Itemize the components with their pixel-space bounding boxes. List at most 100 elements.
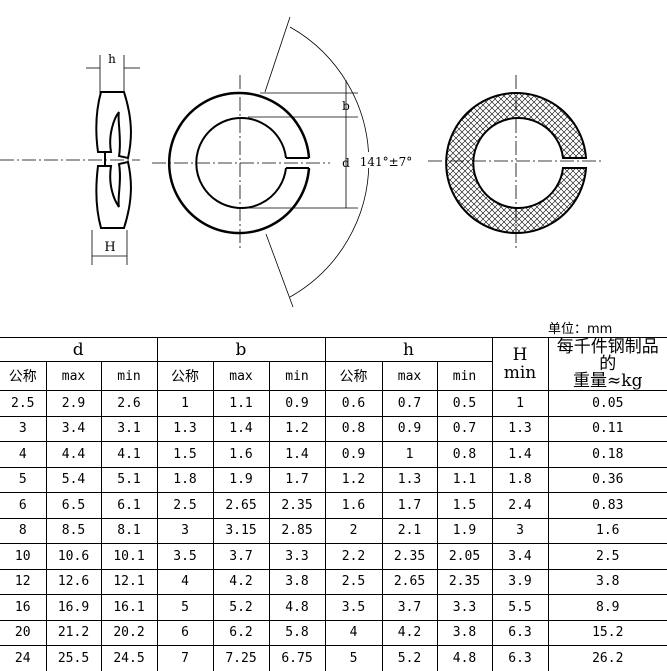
table-cell: 3.8	[436, 619, 493, 646]
table-cell: 12.1	[100, 568, 158, 595]
table-cell: 5	[324, 645, 383, 671]
table-cell: 2.05	[436, 543, 493, 570]
table-cell: 24.5	[100, 645, 158, 671]
H-sublabel: min	[503, 363, 537, 383]
table-cell: 5.8	[268, 619, 326, 646]
table-cell: 3	[491, 517, 549, 544]
table-cell: 5.4	[45, 466, 102, 493]
table-cell: 0.9	[268, 390, 326, 417]
table-cell: 5.1	[100, 466, 158, 493]
table-cell: 21.2	[45, 619, 102, 646]
group-weight: 每千件钢制品的 重量≈kg	[547, 336, 667, 391]
sub-h-nominal: 公称	[324, 361, 383, 391]
table-cell: 5	[156, 594, 214, 621]
group-h: h	[324, 337, 493, 362]
table-cell: 12	[0, 568, 47, 595]
table-cell: 1.5	[436, 492, 493, 519]
table-cell: 3.8	[268, 568, 326, 595]
table-cell: 0.9	[381, 415, 438, 442]
table-cell: 3	[0, 415, 47, 442]
table-cell: 16.9	[45, 594, 102, 621]
table-cell: 1.9	[436, 517, 493, 544]
weight-label-line2: 重量≈kg	[573, 370, 643, 391]
table-cell: 3.8	[547, 568, 667, 595]
table-cell: 6.5	[45, 492, 102, 519]
table-cell: 0.8	[436, 441, 493, 468]
sub-h-min: min	[436, 361, 492, 391]
table-cell: 1.8	[156, 466, 214, 493]
table-cell: 1.4	[268, 441, 326, 468]
table-cell: 4.2	[212, 568, 270, 595]
spec-table: d b h H min 每千件钢制品的 重量≈kg 公称 max min 公称 …	[0, 337, 667, 671]
label-d: d	[342, 156, 350, 170]
table-cell: 2.5	[156, 492, 214, 519]
table-cell: 1.5	[156, 441, 214, 468]
table-cell: 0.7	[381, 390, 438, 417]
table-cell: 2.5	[324, 568, 383, 595]
table-cell: 5.5	[491, 594, 549, 621]
table-cell: 1.9	[212, 466, 270, 493]
unit-label: 单位：mm	[548, 322, 613, 337]
table-cell: 5.2	[212, 594, 270, 621]
table-cell: 2.35	[381, 543, 438, 570]
sub-d-min: min	[100, 361, 158, 391]
front-view: b d 141°±7°	[152, 16, 417, 308]
label-H: H	[104, 240, 115, 255]
table-cell: 1.2	[324, 466, 383, 493]
table-cell: 6.1	[100, 492, 158, 519]
table-cell: 2.9	[45, 390, 102, 417]
table-cell: 3	[156, 517, 214, 544]
table-cell: 12.6	[45, 568, 102, 595]
table-cell: 1.6	[547, 517, 667, 544]
table-cell: 2.5	[547, 543, 667, 570]
side-view: h H	[0, 52, 140, 265]
table-cell: 0.6	[324, 390, 383, 417]
table-cell: 4	[156, 568, 214, 595]
table-cell: 3.3	[268, 543, 326, 570]
table-cell: 3.7	[381, 594, 438, 621]
table-cell: 4.1	[100, 441, 158, 468]
table-cell: 3.15	[212, 517, 270, 544]
table-cell: 8.5	[45, 517, 102, 544]
table-cell: 1.2	[268, 415, 326, 442]
table-cell: 6.3	[491, 619, 549, 646]
table-cell: 2.35	[436, 568, 493, 595]
table-cell: 0.5	[436, 390, 493, 417]
table-cell: 6	[0, 492, 47, 519]
table-cell: 4.8	[436, 645, 493, 671]
table-cell: 1.4	[212, 415, 270, 442]
table-cell: 3.7	[212, 543, 270, 570]
table-cell: 1.6	[324, 492, 383, 519]
table-cell: 15.2	[547, 619, 667, 646]
table-cell: 1	[156, 390, 214, 417]
table-cell: 1.6	[212, 441, 270, 468]
table-cell: 3.5	[324, 594, 383, 621]
table-cell: 1.3	[381, 466, 438, 493]
table-cell: 20.2	[100, 619, 158, 646]
table-cell: 1.1	[436, 466, 493, 493]
table-cell: 4.2	[381, 619, 438, 646]
table-cell: 1.7	[268, 466, 326, 493]
table-cell: 6	[156, 619, 214, 646]
table-cell: 2.4	[491, 492, 549, 519]
table-cell: 4	[324, 619, 383, 646]
table-cell: 10	[0, 543, 47, 570]
table-cell: 3.1	[100, 415, 158, 442]
sub-h-max: max	[381, 361, 438, 391]
table-cell: 3.5	[156, 543, 214, 570]
table-cell: 2.6	[100, 390, 158, 417]
weight-label-line1: 每千件钢制品的	[556, 336, 659, 374]
table-cell: 1.8	[491, 466, 549, 493]
header-row-groups: d b h H min 每千件钢制品的 重量≈kg	[0, 337, 667, 391]
table-cell: 3.4	[45, 415, 102, 442]
spring-washer-drawing: h H b d 141°±7°	[0, 16, 604, 308]
sub-d-max: max	[45, 361, 102, 391]
table-cell: 16	[0, 594, 47, 621]
table-cell: 0.18	[547, 441, 667, 468]
